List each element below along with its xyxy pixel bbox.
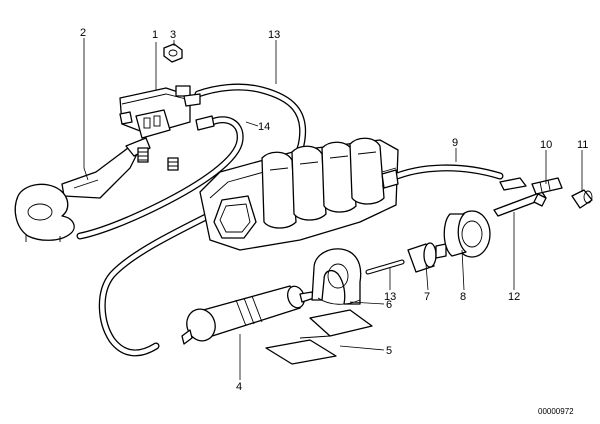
nut-3 bbox=[163, 43, 183, 63]
bracket-2 bbox=[14, 137, 179, 242]
callout-13: 13 bbox=[268, 29, 280, 41]
callout-2: 2 bbox=[80, 27, 86, 39]
hose-14 bbox=[76, 116, 244, 240]
callout-3: 3 bbox=[170, 29, 176, 41]
spring-2 bbox=[167, 157, 179, 171]
intake-manifold bbox=[199, 137, 399, 251]
rubber-ring-8 bbox=[443, 210, 491, 258]
callout-13-lower: 13 bbox=[384, 291, 396, 303]
connector-10 bbox=[531, 177, 563, 207]
purge-valve bbox=[119, 85, 215, 139]
callout-11: 11 bbox=[577, 139, 588, 151]
callout-5: 5 bbox=[386, 345, 392, 357]
callout-1: 1 bbox=[152, 29, 158, 41]
callout-14: 14 bbox=[258, 121, 270, 133]
callout-8: 8 bbox=[460, 291, 466, 303]
damper-7 bbox=[407, 242, 447, 273]
fuel-filter bbox=[181, 285, 315, 345]
callout-7: 7 bbox=[424, 291, 430, 303]
tube-12 bbox=[493, 177, 547, 217]
callout-12: 12 bbox=[508, 291, 520, 303]
reference-number: 00000972 bbox=[538, 407, 574, 416]
clamp-6 bbox=[311, 248, 362, 305]
bracket-plate-5 bbox=[265, 309, 373, 365]
callout-9: 9 bbox=[452, 137, 458, 149]
leader-lines bbox=[83, 38, 583, 380]
tube-13-lower bbox=[365, 259, 405, 275]
cap-11 bbox=[571, 189, 593, 209]
callout-6: 6 bbox=[386, 299, 392, 311]
spring-1 bbox=[137, 147, 149, 163]
hose-9 bbox=[381, 164, 504, 189]
callout-4: 4 bbox=[236, 381, 242, 393]
callout-10: 10 bbox=[540, 139, 552, 151]
